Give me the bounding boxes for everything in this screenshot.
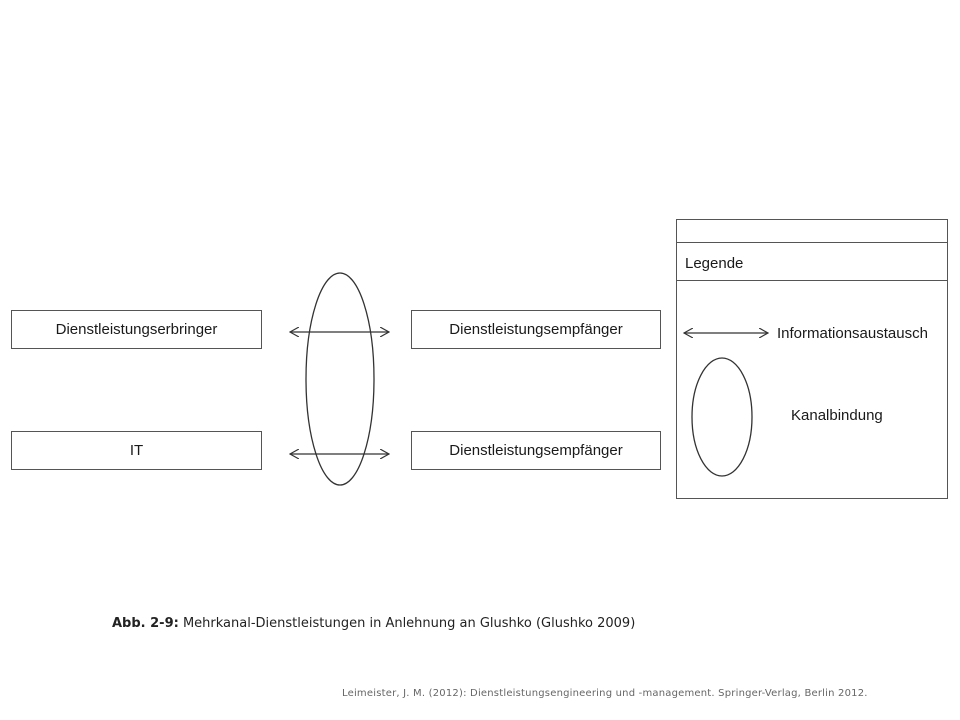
node-label: Dienstleistungsempfänger	[449, 321, 623, 338]
caption-text: Mehrkanal-Dienstleistungen in Anlehnung …	[178, 616, 636, 631]
node-dienstleistungserbringer: Dienstleistungserbringer	[11, 310, 262, 349]
legend-box	[676, 219, 948, 499]
figure-caption: Abb. 2-9: Mehrkanal-Dienstleistungen in …	[112, 616, 635, 631]
legend-title: Legende	[685, 255, 744, 272]
source-citation: Leimeister, J. M. (2012): Dienstleistung…	[342, 688, 868, 699]
channel-binding-ellipse	[305, 272, 375, 486]
legend-label-kanalbindung: Kanalbindung	[791, 407, 883, 424]
legend-ellipse-icon	[691, 357, 753, 477]
node-dienstleistungsempfaenger-top: Dienstleistungsempfänger	[411, 310, 661, 349]
node-it: IT	[11, 431, 262, 470]
node-label: Dienstleistungsempfänger	[449, 442, 623, 459]
node-label: Dienstleistungserbringer	[55, 321, 218, 338]
legend-title-row	[677, 242, 947, 281]
legend-label-informationsaustausch: Informationsaustausch	[777, 325, 928, 342]
node-label: IT	[129, 442, 144, 459]
caption-prefix: Abb. 2-9:	[112, 616, 179, 631]
legend-header-row	[677, 220, 947, 243]
node-dienstleistungsempfaenger-bottom: Dienstleistungsempfänger	[411, 431, 661, 470]
